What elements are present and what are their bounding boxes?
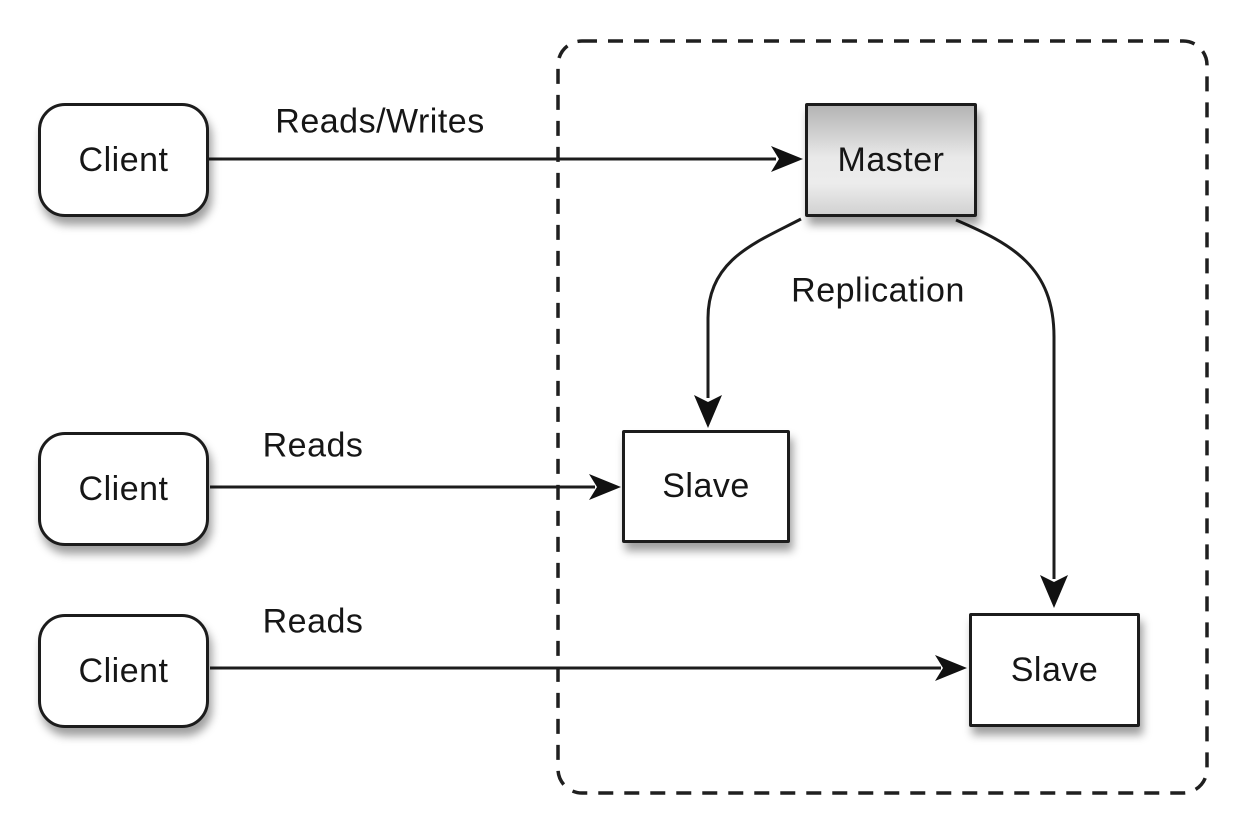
replication-cluster-dashed-border — [556, 39, 1209, 795]
edge-label-reads-bottom: Reads — [262, 602, 364, 641]
node-slave-2-label: Slave — [1010, 650, 1099, 689]
node-master-label: Master — [837, 140, 945, 179]
edge-replication-left-arrowhead-icon — [694, 395, 722, 428]
edge-reads-mid-arrowhead-icon — [589, 474, 621, 500]
node-client-2-label: Client — [78, 469, 169, 508]
edge-replication-left-curve — [706, 217, 802, 398]
node-master: Master — [805, 103, 977, 217]
edge-reads-bottom-arrowhead-icon — [935, 655, 967, 681]
node-client-1-label: Client — [78, 140, 169, 179]
node-client-3-label: Client — [78, 651, 169, 690]
node-slave-2: Slave — [969, 613, 1140, 727]
node-slave-1-label: Slave — [662, 467, 750, 505]
node-client-3: Client — [38, 614, 209, 728]
edge-reads-writes-arrowhead-icon — [771, 146, 803, 172]
node-client-2: Client — [38, 432, 209, 546]
node-client-1: Client — [38, 103, 209, 217]
node-slave-1: Slave — [622, 430, 790, 543]
edge-replication-right-curve — [955, 218, 1056, 579]
edge-replication-right-arrowhead-icon — [1040, 575, 1068, 608]
edge-label-replication: Replication — [791, 271, 965, 310]
edge-label-reads-mid: Reads — [262, 426, 364, 465]
edge-label-reads-writes: Reads/Writes — [275, 102, 485, 141]
